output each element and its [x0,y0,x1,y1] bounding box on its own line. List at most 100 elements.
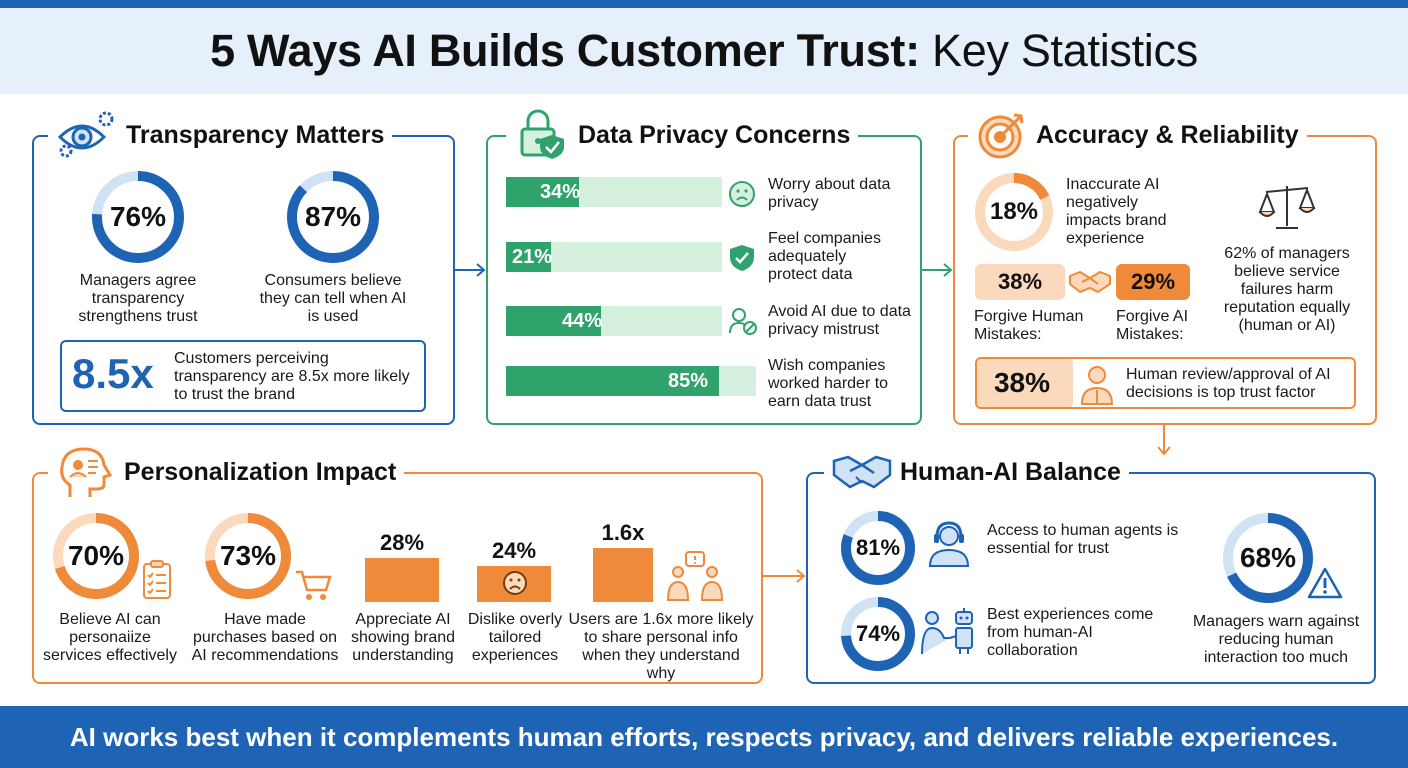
privacy-bar-value: 85% [668,370,709,392]
personalization-title-text: Personalization Impact [124,457,397,486]
person-reviewer-icon [1080,366,1114,405]
balance-ring-68 [1223,513,1313,603]
privacy-bar-label: Avoid AI due to data privacy mistrust [768,303,911,338]
accuracy-title: Accuracy & Reliability [968,112,1307,159]
personalization-stat3-label: Appreciate AI showing brand understandin… [350,611,456,664]
lock-shield-icon [520,109,564,159]
worried-face-icon [729,181,755,207]
personalization-stat4-value: 24% [491,538,537,563]
accuracy-title-text: Accuracy & Reliability [1036,120,1299,149]
transparency-ring-76-value: 76% [109,201,167,232]
privacy-bar-value: 44% [562,310,603,332]
target-icon [978,113,1024,159]
privacy-bar-track [506,177,722,207]
privacy-bar-fill [506,177,579,207]
personalization-stat4-label: Dislike overly tailored experiences [467,611,563,664]
privacy-bar-fill [506,242,551,272]
privacy-bar-value: 21% [512,246,553,268]
title-light: Key Statistics [932,25,1198,76]
handshake-icon [832,455,892,489]
privacy-bar-track [506,242,722,272]
forgive-human-box [975,264,1065,300]
head-profile-icon [60,447,113,497]
transparency-stat2-label: Consumers believe they can tell when AI … [259,272,407,325]
transparency-title: Transparency Matters [48,111,393,158]
page-title: 5 Ways AI Builds Customer Trust: Key Sta… [210,25,1198,77]
privacy-title: Data Privacy Concerns [506,109,859,159]
transparency-ring-87-value: 87% [304,201,362,232]
balance-ring-81 [841,511,915,585]
review-value: 38% [993,367,1051,398]
eye-gear-icon [57,111,114,158]
balance-stat1-label: Access to human agents is essential for … [987,522,1179,557]
transparency-callout [60,340,426,412]
arrow-to-balance-left [763,569,806,583]
transparency-title-text: Transparency Matters [126,120,385,149]
forgive-human-value: 38% [997,269,1043,294]
warning-icon [1307,567,1343,599]
personalization-title: Personalization Impact [48,447,405,497]
top-accent-bar [0,0,1408,8]
accuracy-stat-label: Inaccurate AI negatively impacts brand e… [1066,176,1167,247]
transparency-callout-label: Customers perceiving transparency are 8.… [174,350,410,403]
privacy-title-text: Data Privacy Concerns [578,120,851,149]
privacy-bar-label: Feel companies adequately protect data [768,230,881,283]
arrow-to-privacy [455,263,486,277]
shield-check-icon [730,245,754,271]
privacy-bar-label: Worry about data privacy [768,176,891,211]
balance-ring-68-value: 68% [1239,542,1297,573]
forgive-ai-value: 29% [1130,269,1176,294]
accuracy-ring-18 [975,173,1053,251]
transparency-stat1-label: Managers agree transparency strengthens … [78,272,198,325]
personalization-stat3-value: 28% [379,530,425,555]
personalization-ring-70-value: 70% [67,540,125,571]
arrow-to-balance [1157,425,1171,456]
user-blocked-icon [729,308,757,335]
balance-stat3-label: Managers warn against reducing human int… [1192,613,1360,666]
handshake-icon [1069,270,1111,294]
review-value-bg [977,359,1073,407]
title-main: 5 Ways AI Builds Customer Trust: [210,25,920,76]
balance-ring-81-value: 81% [855,535,901,560]
accuracy-managers-text: 62% of managers believe service failures… [1223,245,1351,334]
title-bar: 5 Ways AI Builds Customer Trust: Key Sta… [0,8,1408,94]
balance-ring-74-value: 74% [855,621,901,646]
balance-stat2-label: Best experiences come from human-AI coll… [987,606,1154,659]
transparency-callout-value: 8.5x [72,350,154,397]
support-agent-icon [928,521,970,567]
forgive-human-label: Forgive Human Mistakes: [974,308,1084,343]
balance-title: Human-AI Balance [824,447,1129,497]
personalization-stat2-label: Have made purchases based on AI recommen… [191,611,339,664]
privacy-bar-track [506,366,756,396]
personalization-stat5-value: 1.6x [601,520,645,545]
review-label: Human review/approval of AI decisions is… [1126,366,1331,401]
privacy-bar-fill [506,306,601,336]
personalization-ring-70 [53,513,139,599]
shopping-cart-icon [296,570,332,600]
forgive-ai-label: Forgive AI Mistakes: [1116,308,1189,343]
personalization-stat5-label: Users are 1.6x more likely to share pers… [568,611,754,682]
forgive-ai-box [1116,264,1190,300]
transparency-ring-87 [287,171,379,263]
personalization-stat1-label: Believe AI can personaiize services effe… [43,611,177,664]
privacy-bar-value: 34% [540,181,581,203]
people-chat-icon [666,551,724,601]
arrow-to-accuracy [922,263,953,277]
scales-icon [1258,186,1316,229]
privacy-bar-fill [506,366,719,396]
transparency-ring-76 [92,171,184,263]
checklist-icon [143,560,171,599]
privacy-bar-track [506,306,722,336]
personalization-ring-73-value: 73% [219,540,277,571]
personalization-stat3-block [365,558,439,602]
accuracy-ring-18-value: 18% [989,198,1039,225]
balance-title-text: Human-AI Balance [900,457,1121,486]
footer-bar: AI works best when it complements human … [0,706,1408,768]
footer-text: AI works best when it complements human … [69,721,1339,752]
balance-ring-74 [841,597,915,671]
frown-face-icon [503,571,527,595]
human-robot-icon [921,608,973,655]
personalization-ring-73 [205,513,291,599]
personalization-stat5-block [593,548,653,602]
privacy-bar-label: Wish companies worked harder to earn dat… [768,357,889,410]
